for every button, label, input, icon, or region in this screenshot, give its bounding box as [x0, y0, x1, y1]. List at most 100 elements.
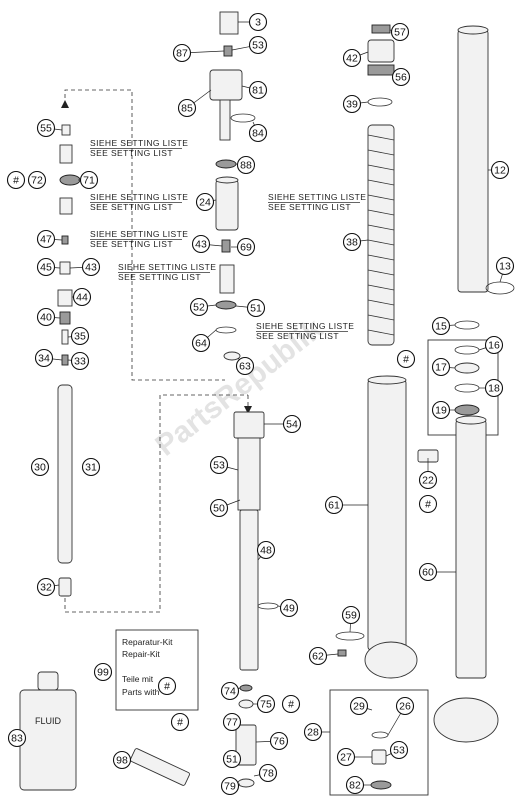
callout-number: 40	[40, 312, 52, 324]
callout-82[interactable]: 82	[345, 775, 365, 795]
callout-40[interactable]: 40	[36, 307, 56, 327]
callout-27[interactable]: 27	[336, 747, 356, 767]
callout-circle	[191, 234, 211, 254]
callout-75[interactable]: 75	[256, 694, 276, 714]
callout-circle	[189, 297, 209, 317]
callout-62[interactable]: 62	[308, 646, 328, 666]
callout-50[interactable]: 50	[209, 498, 229, 518]
part-12-outer-tube	[457, 29, 489, 293]
callout-71[interactable]: 71	[79, 170, 99, 190]
callout-79[interactable]: 79	[220, 776, 240, 796]
setting-note-1-de: SIEHE SETTING LISTE	[90, 138, 188, 148]
callout-51a[interactable]: 51	[246, 298, 266, 318]
callout-29[interactable]: 29	[349, 696, 369, 716]
callout-32[interactable]: 32	[36, 577, 56, 597]
callout-53b[interactable]: 53	[209, 455, 229, 475]
callout-43b[interactable]: 43	[81, 257, 101, 277]
callout-74[interactable]: 74	[220, 681, 240, 701]
callout-16[interactable]: 16	[484, 335, 504, 355]
callout-42[interactable]: 42	[342, 48, 362, 68]
callout-3[interactable]: 3	[248, 12, 268, 32]
callout-number: 88	[240, 160, 252, 172]
fluid-label: FLUID	[35, 716, 62, 726]
callout-number: 22	[422, 475, 434, 487]
callout-48[interactable]: 48	[256, 540, 276, 560]
callout-number: 49	[283, 603, 295, 615]
callout-number: 30	[34, 462, 46, 474]
callout-12[interactable]: 12	[490, 160, 510, 180]
callout-43a[interactable]: 43	[191, 234, 211, 254]
callout-81[interactable]: 81	[248, 80, 268, 100]
callout-33[interactable]: 33	[70, 351, 90, 371]
callout-64[interactable]: 64	[191, 333, 211, 353]
callout-52[interactable]: 52	[189, 297, 209, 317]
callout-13[interactable]: 13	[495, 256, 515, 276]
callout-61[interactable]: 61	[324, 495, 344, 515]
callout-31[interactable]: 31	[81, 457, 101, 477]
part-45-nut	[59, 261, 71, 275]
callout-28[interactable]: 28	[303, 722, 323, 742]
repair-kit-frame	[115, 629, 199, 711]
callout-84[interactable]: 84	[248, 123, 268, 143]
callout-53c[interactable]: 53	[389, 740, 409, 760]
callout-57[interactable]: 57	[390, 22, 410, 42]
callout-49[interactable]: 49	[279, 598, 299, 618]
callout-30[interactable]: 30	[30, 457, 50, 477]
callout-19[interactable]: 19	[431, 400, 451, 420]
part-47-piston	[61, 235, 69, 245]
callout-number: 15	[435, 321, 447, 333]
callout-63[interactable]: 63	[235, 356, 255, 376]
callout-72[interactable]: 72	[27, 170, 47, 190]
callout-83[interactable]: 83	[7, 728, 27, 748]
callout-87[interactable]: 87	[172, 43, 192, 63]
part-19-seal	[454, 404, 480, 416]
callout-78[interactable]: 78	[258, 763, 278, 783]
callout-hash-h4[interactable]: #	[157, 676, 177, 696]
callout-hash-h3[interactable]: #	[418, 494, 438, 514]
setting-note-5-de: SIEHE SETTING LISTE	[256, 321, 354, 331]
callout-circle	[177, 98, 197, 118]
callout-59[interactable]: 59	[341, 605, 361, 625]
callout-88[interactable]: 88	[236, 155, 256, 175]
callout-number: 44	[76, 292, 88, 304]
callout-45[interactable]: 45	[36, 257, 56, 277]
part-24-spring-tube	[215, 179, 239, 231]
callout-number: 3	[255, 17, 261, 29]
callout-98[interactable]: 98	[112, 750, 132, 770]
callout-35[interactable]: 35	[70, 326, 90, 346]
callout-60[interactable]: 60	[418, 562, 438, 582]
callout-99[interactable]: 99	[93, 662, 113, 682]
callout-55[interactable]: 55	[36, 118, 56, 138]
callout-22[interactable]: 22	[418, 470, 438, 490]
callout-17[interactable]: 17	[431, 357, 451, 377]
callout-number: 39	[346, 99, 358, 111]
callout-26[interactable]: 26	[395, 696, 415, 716]
setting-note-2-en: SEE SETTING LIST	[90, 202, 173, 212]
callout-number: 59	[345, 610, 357, 622]
callout-44[interactable]: 44	[72, 287, 92, 307]
callout-47[interactable]: 47	[36, 229, 56, 249]
callout-38[interactable]: 38	[342, 232, 362, 252]
callout-56[interactable]: 56	[391, 67, 411, 87]
callout-69[interactable]: 69	[236, 237, 256, 257]
callout-number: 82	[349, 780, 361, 792]
callout-51b[interactable]: 51	[222, 749, 242, 769]
callout-54[interactable]: 54	[282, 414, 302, 434]
callout-77[interactable]: 77	[222, 712, 242, 732]
callout-hash-h6[interactable]: #	[170, 712, 190, 732]
callout-15[interactable]: 15	[431, 316, 451, 336]
callout-hash-h5[interactable]: #	[281, 694, 301, 714]
part-87-oring	[223, 45, 233, 57]
callout-39[interactable]: 39	[342, 94, 362, 114]
callout-hash-h1[interactable]: #	[6, 170, 26, 190]
callout-34[interactable]: 34	[34, 348, 54, 368]
callout-85[interactable]: 85	[177, 98, 197, 118]
callout-24[interactable]: 24	[195, 192, 215, 212]
callout-hash-h2[interactable]: #	[396, 349, 416, 369]
callout-circle	[157, 676, 177, 696]
callout-53a[interactable]: 53	[248, 35, 268, 55]
callout-76[interactable]: 76	[269, 731, 289, 751]
callout-18[interactable]: 18	[484, 378, 504, 398]
part-35-needle	[61, 329, 69, 345]
part-82-cap	[370, 780, 392, 790]
